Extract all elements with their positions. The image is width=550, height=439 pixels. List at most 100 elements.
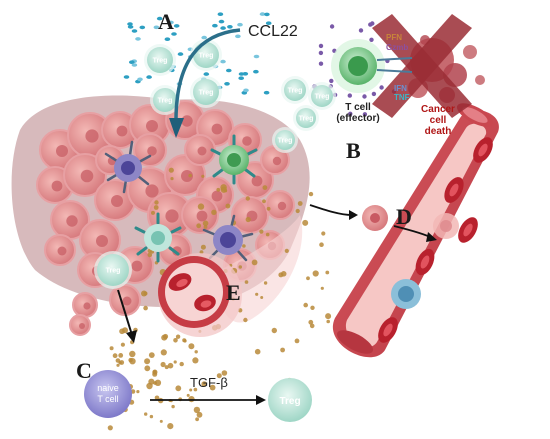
cytokine-dot [347,93,352,98]
ccl22-dot [203,72,210,76]
tcell-with-receptors-1 [210,134,258,185]
ccl22-dot [156,16,163,21]
tgf-beta-dot [144,358,151,365]
tumor-cell [63,153,107,197]
ccl22-dot [218,19,225,24]
tgf-beta-dot [179,361,184,367]
naive-tcell-label-line2: T cell [97,394,118,404]
tumor-cell [69,314,91,336]
tgf-beta-dot [148,352,155,358]
panel-label-a: A [158,9,174,34]
tgf-beta-dot [162,333,169,340]
cancer-death-label-line1: Cancer [421,104,455,115]
tgf-beta-dot [154,395,160,401]
tgf-beta-dot [143,291,148,296]
tgf-beta-dot [119,328,125,335]
cytokine-dot [369,37,374,42]
tgf-beta-dot [242,244,246,248]
tgf-beta-dot [167,423,174,430]
tgf-beta-dot [225,203,231,209]
tgf-beta-dot [303,302,309,308]
treg-cell: Treg [94,251,132,289]
treg-label: Treg [199,53,214,60]
red-blood-cell [458,217,478,243]
treg-cell: Treg [144,44,176,76]
tgf-beta-dot [265,232,270,237]
tumor-cell [133,133,167,167]
ccl22-dot [217,12,224,16]
treg-label: Treg [315,94,330,101]
tgf-beta-dot [320,286,324,290]
ccl22-dot [243,88,249,93]
tgf-beta-dot [262,199,266,204]
tgf-beta-label: TGF-β [190,375,228,390]
red-blood-cell [378,317,398,343]
tgf-beta-dot [118,353,124,358]
tgf-beta-dot [173,338,178,343]
treg-cell: Treg [272,127,298,153]
treg-label: Treg [199,90,214,97]
tgf-beta-dot [263,281,268,285]
tgf-beta-dot [201,381,207,387]
panel-label-b: B [346,138,361,163]
tgf-beta-dot [195,417,200,422]
tgf-beta-dot [280,347,285,353]
ccl22-dot [265,21,272,26]
tgf-beta-dot [254,348,261,355]
tgf-beta-dot [173,360,177,364]
ccl22-dot [263,90,270,95]
tgf-beta-dot [221,370,228,376]
ccl22-dot [227,25,233,29]
tgf-beta-dot [271,327,277,334]
tgf-beta-dot [196,223,202,229]
tgf-beta-dot [148,378,155,385]
tgf-beta-dot [116,363,120,367]
tgf-beta-dot [216,187,221,192]
naive-tcell-label-line1: naive [97,383,119,393]
tgf-beta-dot [325,313,332,320]
converted-treg-label: Treg [279,396,300,407]
tumor-cell [265,190,295,220]
panel-label-e: E [226,280,241,305]
tgf-beta-dot [167,362,174,369]
metastatic-tumor-cell-in-vessel [433,213,459,239]
treg-to-c-arrow [117,289,137,343]
tgf-beta-dot [308,191,314,197]
treg-label: Treg [106,268,121,275]
ccl22-dot [168,20,174,25]
tgf-beta-dot [297,201,303,206]
tumor-cell [129,104,171,146]
cytokine-dot [329,24,335,29]
tgf-beta-dot [159,419,163,423]
treg-label: Treg [278,138,293,145]
tgf-beta-dot [216,373,222,379]
tgf-beta-dot [153,205,159,210]
tgf-beta-dot [302,219,309,226]
tgf-beta-dot [238,265,242,269]
cytokine-dot [318,43,324,49]
tgf-beta-dot [112,353,118,359]
ccl22-dot [129,60,135,64]
tgf-beta-dot [171,404,175,409]
dendritic-cell-2 [202,214,254,262]
treg-cell: Treg [190,39,222,71]
tgf-beta-dot [188,173,192,178]
dendritic-cell-1 [104,140,152,194]
ccl22-dot [201,35,207,40]
tgf-beta-dot [309,323,315,329]
cytokine-dot [371,91,377,97]
tgf-beta-dot [182,338,187,343]
tgf-beta-dot [259,229,264,234]
tgf-beta-dot [160,349,167,356]
tumor-cell [72,292,98,318]
tcell-effector-label-line1: T cell [345,102,371,113]
ccl22-dot [238,76,244,80]
tgf-beta-dot [295,208,300,214]
cancer-death-label-line2: cell [430,115,447,126]
tgf-beta-dot [152,371,158,377]
tcell-effector-label-line2: (effector) [336,113,379,124]
tgf-beta-dot [294,338,300,344]
ccl22-dot [253,69,259,74]
tcell-with-receptors-2 [134,212,182,263]
